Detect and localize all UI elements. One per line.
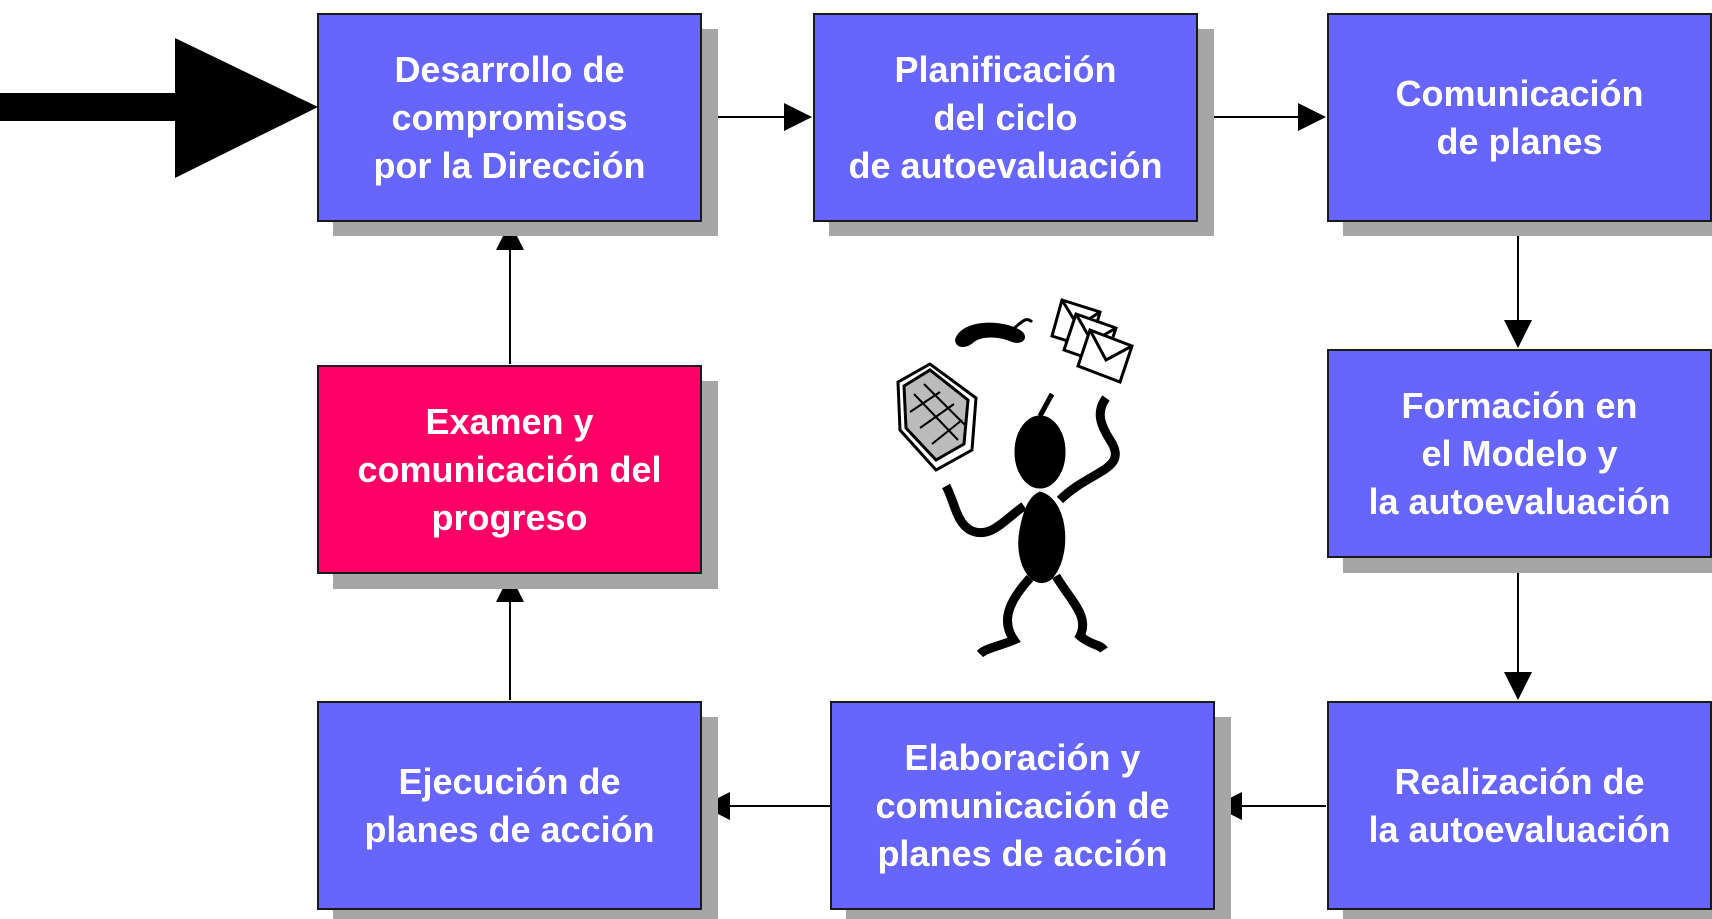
step-elaboracion: Elaboración y comunicación de planes de … bbox=[830, 701, 1215, 910]
step-planificacion: Planificación del ciclo de autoevaluació… bbox=[813, 13, 1198, 222]
arrow-examen-to-desarrollo bbox=[496, 222, 524, 364]
envelopes-icon bbox=[1050, 298, 1134, 384]
step-realizacion-label: Realización de la autoevaluación bbox=[1368, 760, 1671, 850]
keyboard-icon bbox=[896, 362, 978, 472]
step-comunicacion: Comunicación de planes bbox=[1327, 13, 1712, 222]
step-formacion: Formación en el Modelo y la autoevaluaci… bbox=[1327, 349, 1712, 558]
step-examen: Examen y comunicación del progreso bbox=[317, 365, 702, 574]
step-realizacion: Realización de la autoevaluación bbox=[1327, 701, 1712, 910]
entry-arrow bbox=[0, 38, 318, 178]
step-formacion-label: Formación en el Modelo y la autoevaluaci… bbox=[1368, 384, 1671, 522]
juggling-person-icon bbox=[941, 392, 1120, 658]
step-desarrollo: Desarrollo de compromisos por la Direcci… bbox=[317, 13, 702, 222]
step-elaboracion-label: Elaboración y comunicación de planes de … bbox=[875, 736, 1170, 874]
arrow-comunicacion-to-formacion bbox=[1504, 222, 1532, 348]
arrow-planificacion-to-comunicacion bbox=[1198, 103, 1326, 131]
step-comunicacion-label: Comunicación de planes bbox=[1395, 72, 1644, 162]
step-desarrollo-label: Desarrollo de compromisos por la Direcci… bbox=[373, 48, 646, 186]
step-examen-label: Examen y comunicación del progreso bbox=[357, 400, 662, 538]
step-planificacion-label: Planificación del ciclo de autoevaluació… bbox=[848, 48, 1163, 186]
step-ejecucion-label: Ejecución de planes de acción bbox=[364, 760, 655, 850]
arrow-formacion-to-realizacion bbox=[1504, 558, 1532, 700]
telephone-icon bbox=[955, 318, 1034, 347]
step-ejecucion: Ejecución de planes de acción bbox=[317, 701, 702, 910]
